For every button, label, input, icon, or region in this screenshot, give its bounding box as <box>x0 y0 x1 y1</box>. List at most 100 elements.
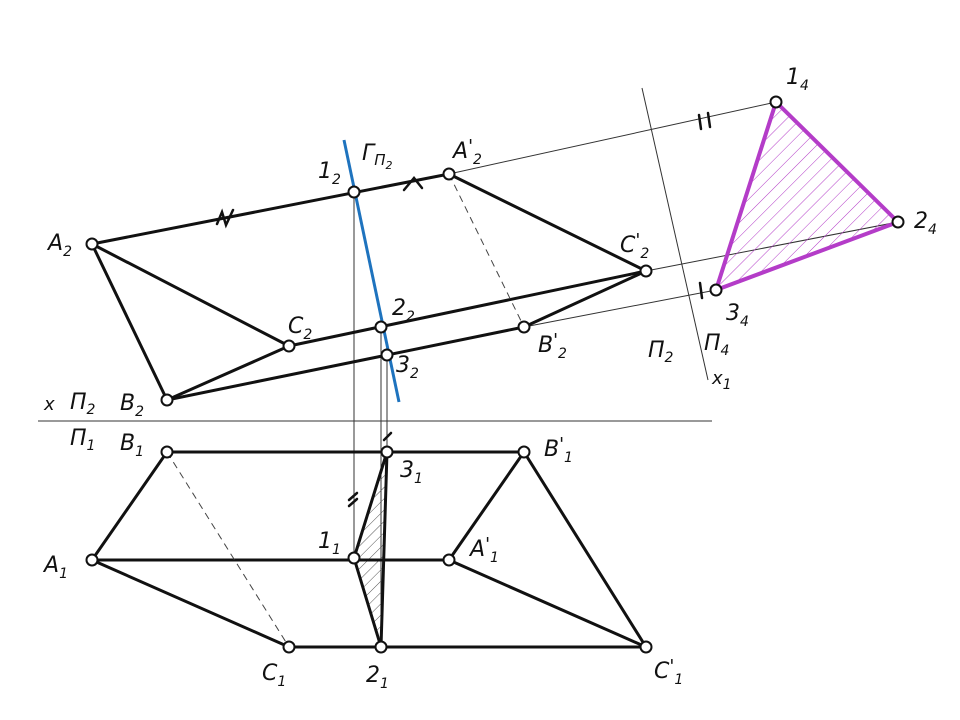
label-c1p: C'1 <box>654 656 683 688</box>
point-3-4 <box>709 283 723 297</box>
label-prime: ' <box>635 230 640 251</box>
label-main: B <box>120 431 135 456</box>
hidden-b1-c1 <box>166 451 290 648</box>
label-p12: 12 <box>318 159 341 188</box>
label-c1: C1 <box>262 661 286 690</box>
label-prime: ' <box>468 136 473 157</box>
label-main: 3 <box>400 458 414 483</box>
label-p22: 22 <box>392 296 415 325</box>
label-prime: ' <box>669 656 674 677</box>
label-main: A <box>46 231 63 256</box>
label-sub: 1 <box>380 676 389 692</box>
label-main: 3 <box>726 301 740 326</box>
label-sub: 1 <box>564 450 573 466</box>
tick-a2p-link <box>402 176 424 192</box>
edge-b2p-c2p <box>522 269 648 329</box>
edge-a1p-c1p <box>447 558 648 649</box>
label-p4-right: П4 <box>704 331 729 359</box>
label-main: 1 <box>786 65 800 90</box>
section-edge-1-2 <box>352 556 383 649</box>
link-1-4 <box>448 101 777 175</box>
edge-a2p-c2p <box>447 172 648 273</box>
label-a2: A2 <box>46 231 72 260</box>
edge-c2-c2p <box>287 269 648 348</box>
points <box>85 95 905 654</box>
true-shape-section <box>714 100 900 292</box>
section-edge-1-3 <box>352 450 389 560</box>
axis-p2-p4 <box>641 87 709 381</box>
label-main: C <box>654 659 670 684</box>
label-sub: 2 <box>332 172 341 188</box>
point-c2-prime <box>639 264 653 278</box>
label-p34: 34 <box>726 301 749 330</box>
label-sub: 1 <box>414 471 423 487</box>
label-sub: 4 <box>928 222 937 238</box>
point-b2-prime <box>517 320 531 334</box>
label-main: C <box>288 314 304 339</box>
label-c2: C2 <box>288 314 312 343</box>
label-p2-right: П2 <box>648 338 674 366</box>
label-main: A <box>451 139 468 164</box>
edge-a2-c2 <box>90 242 291 348</box>
point-a2 <box>85 237 99 251</box>
label-p1-left: П1 <box>70 426 95 454</box>
label-p31: 31 <box>400 458 423 487</box>
label-a1: A1 <box>42 553 68 582</box>
tick-a2-link <box>215 208 235 229</box>
point-2-1 <box>374 640 388 654</box>
label-p32: 32 <box>396 353 419 382</box>
point-b1 <box>160 445 174 459</box>
tick-link-1 <box>347 491 359 508</box>
tick-1-4-a <box>697 113 703 131</box>
tick-link-3 <box>382 431 393 442</box>
label-b2: B2 <box>120 391 144 420</box>
edge-a1p-b1p <box>447 450 526 562</box>
edge-a2-a2p <box>90 172 451 246</box>
tick-1-4-b <box>706 111 712 129</box>
label-main: 2 <box>392 296 406 321</box>
label-a1p: A'1 <box>468 534 499 566</box>
label-p24: 24 <box>914 209 937 238</box>
section-horizontal <box>354 452 387 647</box>
label-gamma: ГП2 <box>362 141 393 172</box>
label-b1: B1 <box>120 431 144 460</box>
label-main: 1 <box>318 529 332 554</box>
point-2-2 <box>374 320 388 334</box>
section-edge-3-2 <box>379 450 389 649</box>
label-b1p: B'1 <box>544 434 573 466</box>
label-main: B <box>538 333 553 358</box>
label-main: A <box>468 537 485 562</box>
label-sub: 2 <box>640 246 649 262</box>
label-main: 2 <box>366 663 380 688</box>
label-sub: 1 <box>277 674 286 690</box>
point-3-2 <box>380 348 394 362</box>
tick-3-4 <box>698 281 704 300</box>
label-main: 2 <box>914 209 928 234</box>
label-c2p: C'2 <box>620 230 649 262</box>
label-prime: ' <box>559 434 564 455</box>
hidden-a2p-b2p <box>448 173 525 328</box>
point-c1 <box>282 640 296 654</box>
label-main: A <box>42 553 59 578</box>
label-prime: ' <box>553 330 558 351</box>
label-p21: 21 <box>366 663 389 692</box>
point-1-1 <box>347 551 361 565</box>
label-sub: 1 <box>135 444 144 460</box>
label-sub: 2 <box>406 309 415 325</box>
edge-a1-c1 <box>90 558 291 649</box>
label-main: B <box>120 391 135 416</box>
label-p14: 14 <box>786 65 809 94</box>
label-p2-left: П2 <box>70 390 96 418</box>
point-c1-prime <box>639 640 653 654</box>
point-3-1 <box>380 445 394 459</box>
point-b1-prime <box>517 445 531 459</box>
point-a2-prime <box>442 167 456 181</box>
label-sub: 2 <box>410 366 419 382</box>
label-axis-x1: x1 <box>711 368 732 393</box>
label-main: 1 <box>318 159 332 184</box>
edge-b1p-c1p <box>522 450 648 649</box>
point-c2 <box>282 339 296 353</box>
label-sub: 2 <box>63 244 72 260</box>
label-sub: 1 <box>332 542 341 558</box>
